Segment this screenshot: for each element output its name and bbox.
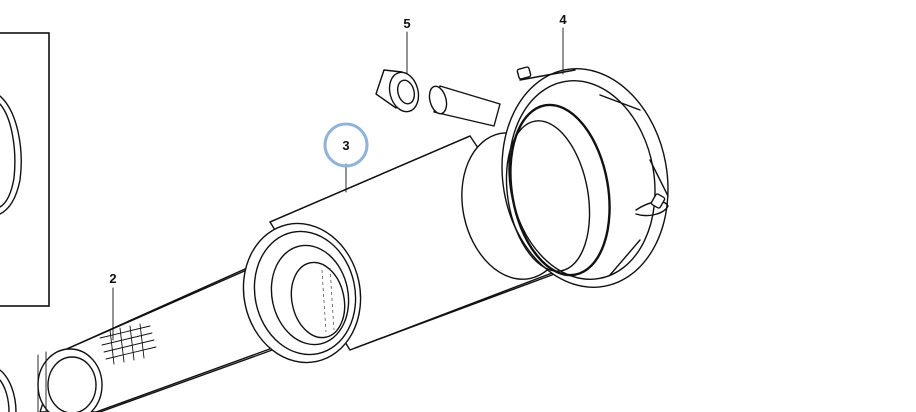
part-safety-filter <box>0 259 301 412</box>
part-end-cover <box>501 66 669 288</box>
callout-5[interactable]: 5 <box>403 16 410 31</box>
callout-3[interactable]: 3 <box>342 138 349 153</box>
detail-inset <box>0 32 50 307</box>
part-vacuator-valve <box>375 69 501 127</box>
filter-mesh <box>99 323 157 365</box>
callout-highlight-ring <box>323 122 369 168</box>
callout-2[interactable]: 2 <box>109 271 116 286</box>
leader-lines <box>112 27 564 341</box>
callout-4[interactable]: 4 <box>559 12 567 27</box>
